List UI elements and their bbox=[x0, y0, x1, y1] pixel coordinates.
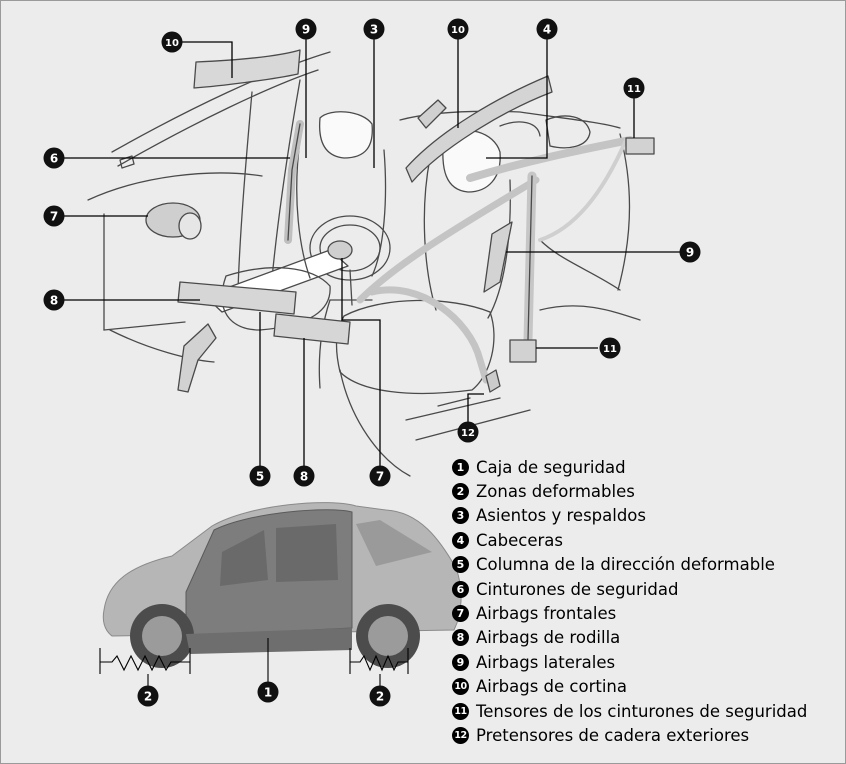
legend-number: 5 bbox=[452, 556, 469, 574]
svg-text:2: 2 bbox=[144, 690, 152, 704]
legend-item: 6 Cinturones de seguridad bbox=[452, 577, 807, 601]
legend-number: 3 bbox=[452, 507, 469, 525]
legend-label: Cabeceras bbox=[476, 530, 563, 550]
svg-text:7: 7 bbox=[50, 210, 58, 224]
callout-tensioner: 11 bbox=[623, 77, 645, 99]
legend-item: 1 Caja de seguridad bbox=[452, 455, 807, 479]
svg-text:9: 9 bbox=[686, 246, 694, 260]
legend-label: Airbags de rodilla bbox=[476, 628, 621, 648]
svg-text:11: 11 bbox=[627, 84, 641, 95]
legend-label: Airbags frontales bbox=[476, 604, 617, 624]
svg-text:11: 11 bbox=[603, 344, 617, 355]
callout-knee-airbags: 8 bbox=[293, 465, 315, 487]
svg-text:3: 3 bbox=[370, 23, 378, 37]
callout-seats: 3 bbox=[363, 18, 385, 40]
legend-number: 6 bbox=[452, 580, 469, 598]
legend-label: Caja de seguridad bbox=[476, 457, 626, 477]
interior-callouts: 10 9 3 10 4 11 6 7 9 8 11 5 8 7 12 bbox=[43, 18, 701, 487]
callout-knee-airbags: 8 bbox=[43, 289, 65, 311]
callout-front-airbags: 7 bbox=[369, 465, 391, 487]
svg-text:12: 12 bbox=[461, 428, 475, 439]
callout-safety-cage: 1 bbox=[257, 681, 279, 703]
legend-item: 4 Cabeceras bbox=[452, 528, 807, 552]
legend-number: 2 bbox=[452, 483, 469, 501]
svg-text:8: 8 bbox=[300, 470, 308, 484]
callout-curtain-airbag: 10 bbox=[447, 18, 469, 40]
legend-number: 11 bbox=[452, 702, 469, 720]
legend-label: Airbags de cortina bbox=[476, 677, 627, 697]
legend-item: 12 Pretensores de cadera exteriores bbox=[452, 723, 807, 747]
callout-headrests: 4 bbox=[536, 18, 558, 40]
callout-lap-pretensioner: 12 bbox=[457, 421, 479, 443]
svg-text:1: 1 bbox=[264, 686, 272, 700]
callout-seatbelts: 6 bbox=[43, 147, 65, 169]
legend-item: 3 Asientos y respaldos bbox=[452, 504, 807, 528]
legend-item: 2 Zonas deformables bbox=[452, 479, 807, 503]
legend-number: 7 bbox=[452, 605, 469, 623]
legend-list: 1 Caja de seguridad 2 Zonas deformables … bbox=[452, 455, 807, 748]
callout-side-airbag: 9 bbox=[679, 241, 701, 263]
legend-number: 10 bbox=[452, 678, 469, 696]
legend-item: 7 Airbags frontales bbox=[452, 601, 807, 625]
legend-number: 8 bbox=[452, 629, 469, 647]
crumple-zone-markers bbox=[99, 638, 409, 688]
legend-number: 9 bbox=[452, 653, 469, 671]
legend-label: Cinturones de seguridad bbox=[476, 579, 679, 599]
interior-illustration bbox=[87, 49, 655, 477]
legend-item: 8 Airbags de rodilla bbox=[452, 626, 807, 650]
svg-text:2: 2 bbox=[376, 690, 384, 704]
svg-text:4: 4 bbox=[543, 23, 551, 37]
legend-label: Columna de la dirección deformable bbox=[476, 555, 775, 575]
car-illustration bbox=[102, 502, 462, 668]
svg-text:7: 7 bbox=[376, 470, 384, 484]
svg-text:10: 10 bbox=[451, 25, 465, 36]
legend-item: 11 Tensores de los cinturones de segurid… bbox=[452, 699, 807, 723]
legend-item: 5 Columna de la dirección deformable bbox=[452, 553, 807, 577]
callout-leaders bbox=[64, 38, 690, 466]
legend-label: Zonas deformables bbox=[476, 482, 635, 502]
svg-text:6: 6 bbox=[50, 152, 58, 166]
callout-crumple-zone-rear: 2 bbox=[369, 685, 391, 707]
svg-text:5: 5 bbox=[256, 470, 264, 484]
legend-number: 1 bbox=[452, 458, 469, 476]
legend-label: Pretensores de cadera exteriores bbox=[476, 725, 750, 745]
legend-number: 4 bbox=[452, 531, 469, 549]
legend-item: 9 Airbags laterales bbox=[452, 650, 807, 674]
legend-label: Airbags laterales bbox=[476, 652, 616, 672]
callout-steering-column: 5 bbox=[249, 465, 271, 487]
car-callouts: 2 1 2 bbox=[137, 681, 391, 707]
callout-side-airbag: 9 bbox=[295, 18, 317, 40]
callout-tensioner: 11 bbox=[599, 337, 621, 359]
legend-label: Asientos y respaldos bbox=[476, 506, 646, 526]
svg-text:10: 10 bbox=[165, 38, 179, 49]
callout-front-airbags: 7 bbox=[43, 205, 65, 227]
legend-item: 10 Airbags de cortina bbox=[452, 675, 807, 699]
svg-text:8: 8 bbox=[50, 294, 58, 308]
legend-label: Tensores de los cinturones de seguridad bbox=[476, 701, 808, 721]
svg-text:9: 9 bbox=[302, 23, 310, 37]
callout-curtain-airbag: 10 bbox=[161, 31, 183, 53]
callout-crumple-zone-front: 2 bbox=[137, 685, 159, 707]
legend-number: 12 bbox=[452, 726, 469, 744]
